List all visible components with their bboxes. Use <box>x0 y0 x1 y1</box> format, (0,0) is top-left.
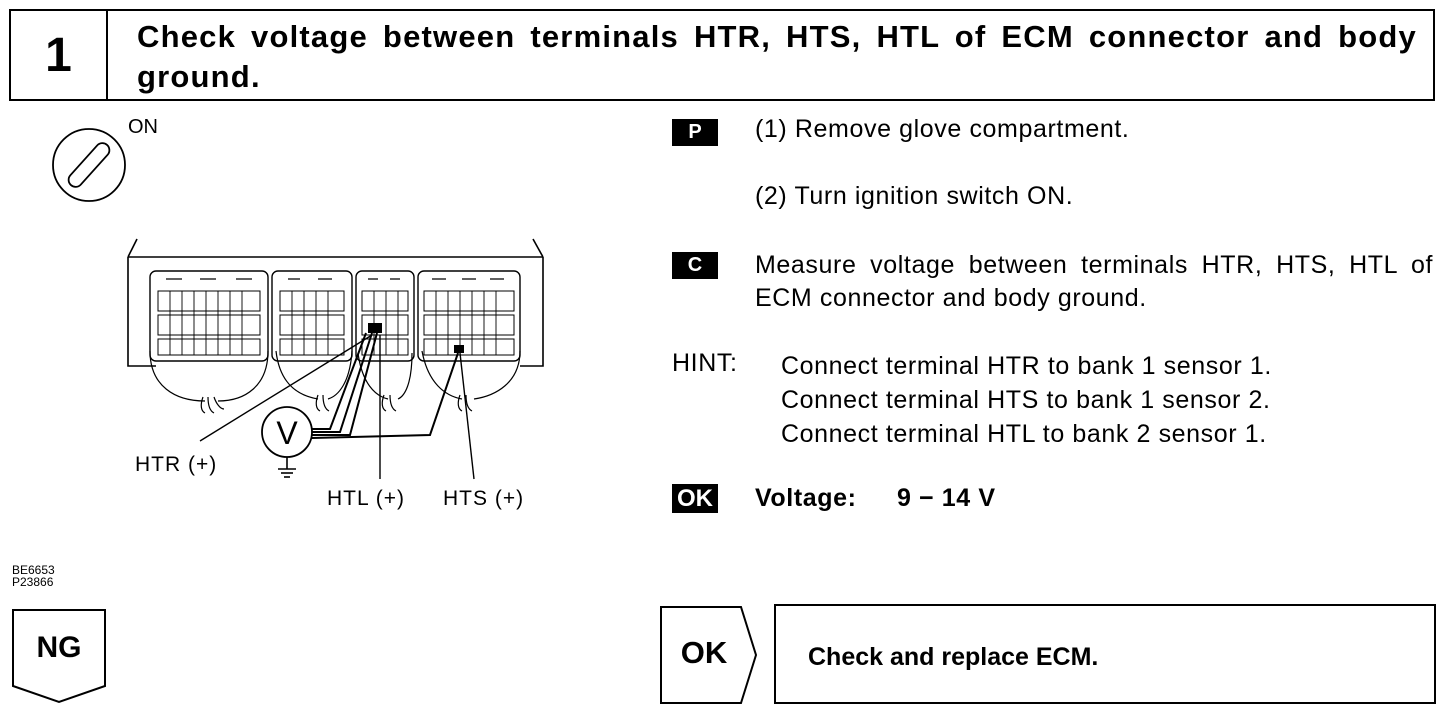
ng-result-tag: NG <box>12 609 108 710</box>
spec-value: 9 − 14 V <box>897 484 996 512</box>
step-header: 1 Check voltage between terminals HTR, H… <box>9 9 1435 101</box>
prep-step-1: (1) Remove glove compartment. <box>755 115 1130 143</box>
ng-tag-shape <box>12 609 106 704</box>
callout-lines <box>199 334 475 480</box>
ng-label: NG <box>36 631 82 664</box>
probe-pins-htr-htl <box>368 323 382 333</box>
hint-lines: Connect terminal HTR to bank 1 sensor 1.… <box>781 349 1272 451</box>
hint-label: HINT: <box>672 349 738 377</box>
htl-label: HTL (+) <box>327 487 405 510</box>
ignition-switch-icon <box>52 128 126 202</box>
check-tag: C <box>672 252 718 279</box>
ignition-on-label: ON <box>128 116 158 138</box>
ground-symbol <box>278 457 296 478</box>
figure-code: P23866 <box>12 575 54 589</box>
htr-label: HTR (+) <box>135 453 217 476</box>
step-number: 1 <box>11 11 108 99</box>
step-title: Check voltage between terminals HTR, HTS… <box>137 19 1417 94</box>
voltmeter-label: V <box>276 415 298 451</box>
hts-label: HTS (+) <box>443 487 524 510</box>
diagram-svg: ON <box>52 116 544 510</box>
probe-pin-hts <box>454 345 464 353</box>
ecm-connector <box>149 270 521 362</box>
ok-action-box: Check and replace ECM. <box>774 604 1436 704</box>
ok-result-tag: OK <box>660 606 760 711</box>
probe-leads <box>311 332 459 439</box>
spec-ok-tag: OK <box>672 484 718 513</box>
ok-tag-shape <box>660 606 758 704</box>
check-text: Measure voltage between terminals HTR, H… <box>755 251 1433 312</box>
ecm-connector-diagram: ON <box>0 101 640 581</box>
wire-harness <box>149 350 521 414</box>
ok-action-text: Check and replace ECM. <box>808 643 1099 671</box>
voltmeter: V <box>261 406 313 458</box>
prep-step-2: (2) Turn ignition switch ON. <box>755 182 1074 210</box>
prep-tag: P <box>672 119 718 146</box>
ecm-housing <box>127 238 544 367</box>
figure-codes: BE6653 P23866 <box>12 564 55 588</box>
ok-label: OK <box>680 635 728 670</box>
hint-line: Connect terminal HTS to bank 1 sensor 2. <box>781 386 1271 414</box>
hint-line: Connect terminal HTR to bank 1 sensor 1. <box>781 352 1272 380</box>
spec-label: Voltage: <box>755 484 857 512</box>
figure-code: BE6653 <box>12 563 55 577</box>
hint-line: Connect terminal HTL to bank 2 sensor 1. <box>781 420 1267 448</box>
